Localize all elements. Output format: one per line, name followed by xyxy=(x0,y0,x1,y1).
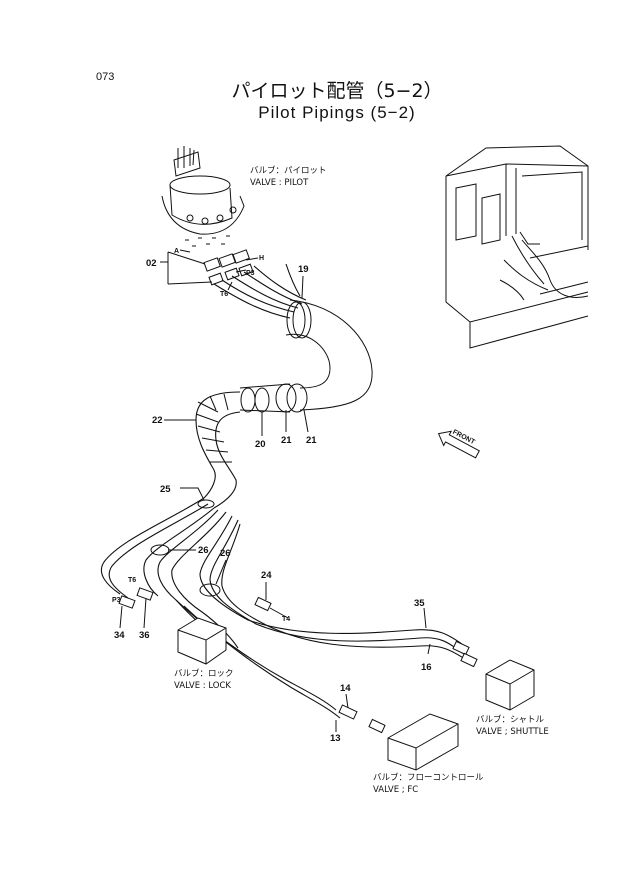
lock-valve-fittings xyxy=(118,587,154,609)
port-label-T6: T6 xyxy=(220,291,228,298)
valve-shuttle-label-en: VALVE ; SHUTTLE xyxy=(476,727,549,737)
part-26-a: 26 xyxy=(198,545,209,556)
fc-valve-block xyxy=(387,713,459,771)
port-label-T4: T4 xyxy=(282,616,290,623)
valve-shuttle-label-jp: バルブ：シャトル xyxy=(476,714,545,725)
port-label-P3: P3 xyxy=(246,270,255,277)
hoses-lower xyxy=(100,497,471,719)
part-21-a: 21 xyxy=(281,435,292,446)
title-english: Pilot Pipings (5−2) xyxy=(258,103,415,122)
protective-sleeve xyxy=(239,299,373,413)
hose-bundle-upper xyxy=(213,263,307,319)
front-arrow xyxy=(437,430,480,459)
part-19: 19 xyxy=(298,264,309,275)
part-20: 20 xyxy=(255,439,266,450)
valve-pilot-label-jp: バルブ：パイロット xyxy=(250,165,327,176)
port-label-A: A xyxy=(174,248,179,255)
shuttle-valve-fittings xyxy=(452,640,478,668)
pilot-valve-illustration xyxy=(161,146,245,247)
fittings-cluster xyxy=(203,249,254,286)
port-label-H: H xyxy=(259,255,264,262)
fc-valve-fittings xyxy=(338,704,386,734)
part-24: 24 xyxy=(261,570,272,581)
valve-fc-label-jp: バルブ：フローコントロール xyxy=(373,772,484,783)
title-japanese: パイロット配管（5−2） xyxy=(231,80,442,102)
part-35: 35 xyxy=(414,598,425,609)
valve-lock-label-en: VALVE : LOCK xyxy=(174,681,231,691)
part-25: 25 xyxy=(160,484,171,495)
valve-lock-label-jp: バルブ：ロック xyxy=(174,668,234,679)
part-13: 13 xyxy=(330,733,341,744)
valve-pilot-label-en: VALVE : PILOT xyxy=(250,178,309,188)
part-22: 22 xyxy=(152,415,163,426)
part-02: 02 xyxy=(146,258,157,269)
part-14: 14 xyxy=(340,683,351,694)
spiral-wrap xyxy=(195,391,241,509)
page-number: 073 xyxy=(96,71,114,83)
port-label-P3-lock: P3 xyxy=(112,597,121,604)
shuttle-valve-block xyxy=(485,659,535,711)
part-26-b: 26 xyxy=(220,548,231,559)
part-21-b: 21 xyxy=(306,435,317,446)
part-34: 34 xyxy=(114,630,125,641)
valve-fc-label-en: VALVE ; FC xyxy=(373,785,418,795)
cab-outline xyxy=(445,145,589,349)
part-36: 36 xyxy=(139,630,150,641)
port-label-T6-lock: T6 xyxy=(128,577,136,584)
lock-valve-block xyxy=(177,617,227,665)
part-16: 16 xyxy=(421,662,432,673)
